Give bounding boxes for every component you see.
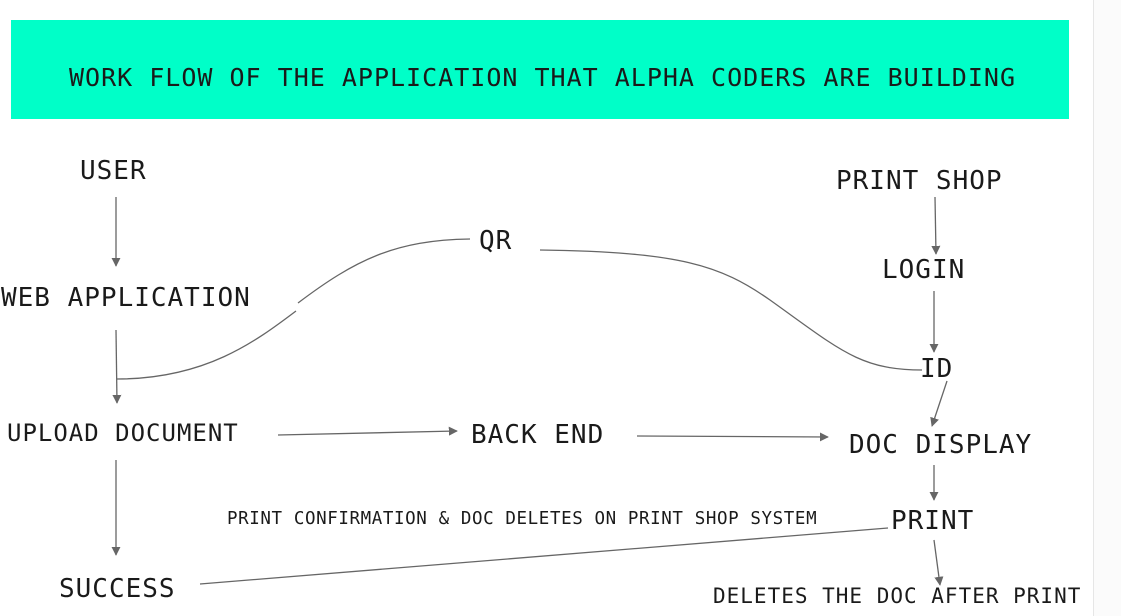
node-upload-document: UPLOAD DOCUMENT [7,419,239,447]
edge-print-shop-to-login [931,196,941,255]
node-web-application: WEB APPLICATION [1,283,251,313]
edge-web-application-to-upload-document [112,329,122,404]
node-id: ID [920,354,954,384]
edge-print-to-success [199,527,889,585]
diagram-title: WORK FLOW OF THE APPLICATION THAT ALPHA … [68,63,1017,92]
edge-print-to-deletes [933,539,944,586]
scrollbar-gutter [1093,0,1121,616]
node-back-end: BACK END [471,420,605,450]
node-doc-display: DOC DISPLAY [849,430,1033,460]
edge-id-to-doc-display [930,380,948,427]
node-deletes-after-print: DELETES THE DOC AFTER PRINT [713,584,1082,608]
node-login: LOGIN [882,255,966,285]
node-print-shop: PRINT SHOP [836,166,1003,196]
edge-upload-document-to-back-end [277,426,458,436]
node-user: USER [80,156,147,186]
edge-back-end-to-doc-display [636,432,829,442]
node-success: SUCCESS [59,574,176,604]
title-banner [11,20,1069,119]
edge-web-application-to-qr [116,238,471,380]
edge-qr-to-id [539,249,923,371]
node-qr: QR [479,226,513,256]
node-print: PRINT [891,506,975,536]
label-print-confirmation: PRINT CONFIRMATION & DOC DELETES ON PRIN… [227,509,818,529]
